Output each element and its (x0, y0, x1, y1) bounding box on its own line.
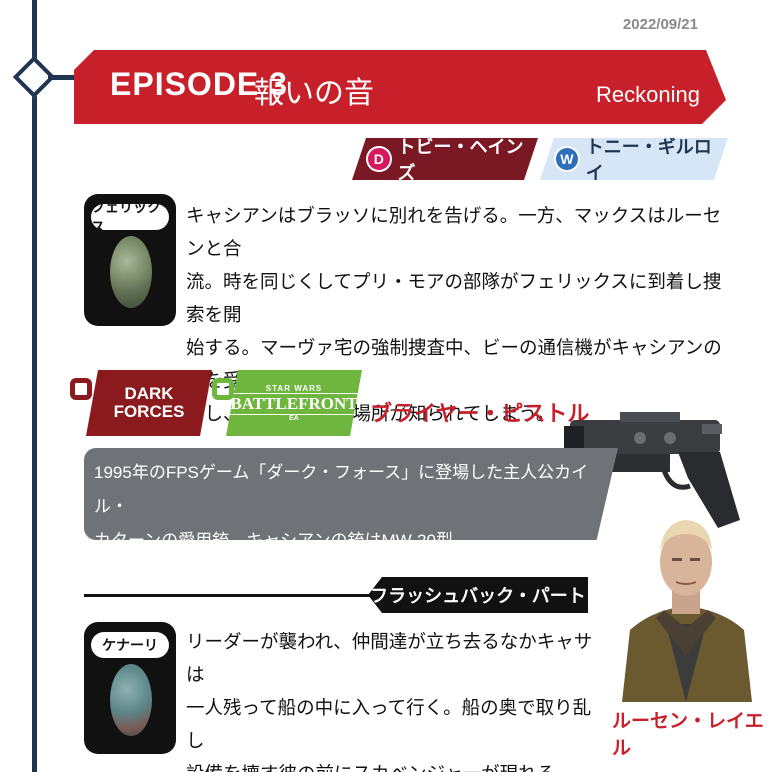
episode-banner: EPISODE 3 報いの音 Reckoning (74, 50, 726, 124)
story-line: キャシアンはブラッソに別れを告げる。一方、マックスはルーセンと合 (186, 206, 722, 260)
story-line: リーダーが襲われ、仲間達が立ち去るなかキャサは (186, 632, 593, 686)
weapon-description: 1995年のFPSゲーム「ダーク・フォース」に登場した主人公カイル・ カターンの… (94, 456, 604, 558)
writer-credit: W トニー・ギルロイ (540, 138, 728, 180)
battlefront-ea-text: EA (289, 415, 299, 422)
planet-felucia-icon (110, 236, 152, 308)
character-name: ルーセン・レイエル (612, 710, 764, 759)
story-line: 流。時を同じくしてプリ・モアの部隊がフェリックスに到着し捜索を開 (186, 272, 722, 326)
planet-label: フェリックス (91, 200, 169, 236)
planet-card-felucia: フェリックス (84, 194, 176, 326)
director-credit: D トビー・ヘインズ (352, 138, 538, 180)
story-line: 一人残って船の中に入って行く。船の奥で取り乱し (186, 698, 592, 752)
writer-name: トニー・ギルロイ (585, 137, 712, 184)
flashback-label: フラッシュバック・パート (368, 577, 588, 613)
battlefront-small-text: STAR WARS (265, 384, 323, 393)
dark-forces-line1: DARK (124, 384, 174, 403)
writer-badge-icon: W (554, 146, 580, 172)
story-paragraph-2: リーダーが襲われ、仲間達が立ち去るなかキャサは 一人残って船の中に入って行く。船… (186, 626, 606, 772)
tag-hook-icon (70, 378, 92, 400)
timeline-connector (48, 75, 88, 80)
episode-english-title: Reckoning (596, 82, 700, 107)
character-portrait-icon (622, 520, 752, 702)
weapon-info-box (84, 448, 618, 540)
director-name: トビー・ヘインズ (397, 137, 524, 184)
weapon-description-line: 1995年のFPSゲーム「ダーク・フォース」に登場した主人公カイル・ (94, 463, 589, 516)
planet-card-kenari: ケナーリ (84, 622, 176, 754)
episode-label: EPISODE 3 (110, 66, 288, 102)
battlefront-main-text: BATTLEFRONT (226, 393, 361, 415)
tag-hook-icon (212, 378, 234, 400)
weapon-title: ブライヤー・ピストル (370, 402, 590, 427)
planet-label: ケナーリ (91, 632, 169, 658)
battlefront-logo: STAR WARS BATTLEFRONT EA (226, 370, 362, 436)
dark-forces-line2: FORCES (113, 402, 185, 421)
planet-kenari-icon (110, 664, 152, 736)
weapon-description-line: カターンの愛用銃。キャシアンの銃はMW-20型。 (94, 531, 470, 550)
episode-banner-shape (74, 50, 726, 124)
story-line: 設備を壊す彼の前にスカベンジャーが現れる。 (186, 758, 606, 772)
director-badge-icon: D (366, 146, 392, 172)
dark-forces-logo: DARK FORCES (86, 370, 212, 436)
flashback-divider (84, 594, 384, 597)
episode-subtitle: 報いの音 (254, 76, 374, 111)
date-label: 2022/09/21 (622, 16, 698, 33)
timeline-line (32, 0, 37, 772)
